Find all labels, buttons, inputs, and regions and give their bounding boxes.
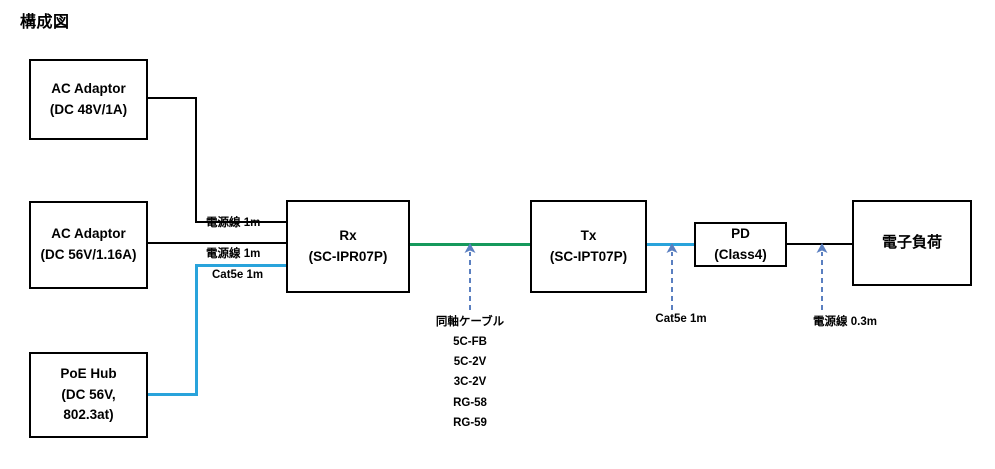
annotation-arrow-power-load	[816, 243, 828, 310]
page-title: 構成図	[20, 14, 70, 31]
label-power-cable-56v: 電源線 1m	[206, 248, 261, 260]
annotation-coax-option: 5C-FB	[453, 336, 487, 349]
annotation-power-cable-load: 電源線 0.3m	[813, 316, 877, 328]
wire-56v-horizontal-to-rx	[147, 242, 288, 244]
wire-cat5e-hub-to-rx	[195, 264, 288, 267]
box-label-line1: PD	[731, 225, 750, 241]
wire-cat5e-tx-to-pd	[645, 243, 696, 246]
box-label-line2: (DC 48V/1A)	[49, 101, 128, 117]
annotation-coax-title: 同軸ケーブル	[435, 316, 505, 328]
label-power-cable-48v: 電源線 1m	[206, 217, 261, 229]
box-label-line2: (Class4)	[714, 246, 767, 262]
annotation-coax-option: RG-59	[453, 416, 487, 429]
box-label-line1: AC Adaptor	[51, 80, 126, 96]
label-cat5e-hub: Cat5e 1m	[212, 269, 264, 281]
box-label-line1: PoE Hub	[60, 365, 117, 381]
annotation-coax-option: 5C-2V	[453, 356, 487, 369]
box-label-line3: 802.3at)	[63, 407, 114, 423]
box-rx[interactable]: Rx (SC-IPR07P)	[286, 200, 410, 293]
box-label-line1: Rx	[339, 227, 357, 243]
box-label-line1: Tx	[580, 227, 597, 243]
box-label-line2: (SC-IPR07P)	[308, 248, 388, 264]
wire-cat5e-hub-horizontal	[147, 393, 198, 396]
box-label-line2: (DC 56V,	[61, 386, 116, 402]
annotation-coax-cable: 同軸ケーブル 5C-FB 5C-2V 3C-2V RG-58 RG-59	[436, 312, 504, 433]
box-ac-adaptor-48v[interactable]: AC Adaptor (DC 48V/1A)	[29, 59, 148, 140]
box-label-line1: 電子負荷	[881, 234, 942, 252]
wire-cat5e-hub-vertical	[195, 264, 198, 395]
box-pd[interactable]: PD (Class4)	[694, 222, 787, 267]
wire-48v-horizontal-to-rx	[195, 221, 288, 223]
box-poe-hub[interactable]: PoE Hub (DC 56V, 802.3at)	[29, 352, 148, 438]
box-label-line2: (SC-IPT07P)	[549, 248, 628, 264]
annotation-arrow-cat5e-pd	[666, 243, 678, 310]
annotation-coax-option: 3C-2V	[453, 376, 487, 389]
annotation-coax-option: RG-58	[453, 396, 487, 409]
wire-48v-horizontal-top	[147, 97, 197, 99]
wire-power-pd-to-load	[785, 243, 854, 245]
box-ac-adaptor-56v[interactable]: AC Adaptor (DC 56V/1.16A)	[29, 201, 148, 289]
wire-48v-vertical	[195, 97, 197, 223]
annotation-cat5e-pd: Cat5e 1m	[655, 313, 707, 325]
box-label-line2: (DC 56V/1.16A)	[40, 247, 137, 262]
box-electronic-load[interactable]: 電子負荷	[852, 200, 972, 286]
box-label-line1: AC Adaptor	[51, 226, 126, 242]
annotation-arrow-coax	[464, 243, 476, 310]
box-tx[interactable]: Tx (SC-IPT07P)	[530, 200, 647, 293]
